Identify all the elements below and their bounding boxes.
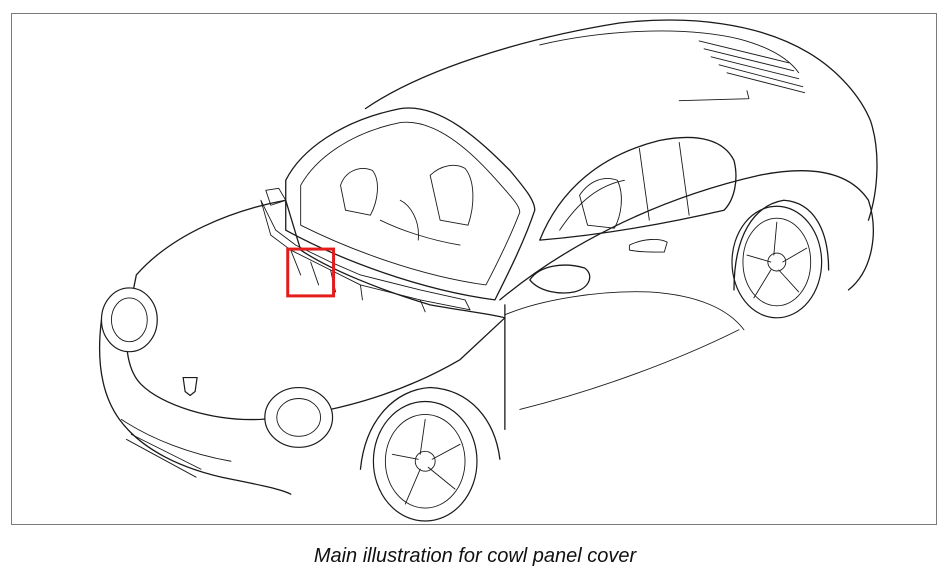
rear-louvres [698,40,806,94]
door-handle [628,239,668,253]
windshield-inner [300,121,521,286]
front-bumper [99,319,292,495]
interior-seat-left [340,168,378,216]
hood-badge [182,376,198,397]
side-mirror [529,264,591,294]
roof-outline [364,19,878,221]
front-wheel-spokes [391,418,461,505]
headlight-left [100,287,158,353]
cowl-panel [260,199,471,311]
hood [125,199,506,421]
figure-caption: Main illustration for cowl panel cover [313,545,637,567]
front-wheel [372,400,478,522]
rear-wheel [731,205,823,319]
car-line-drawing-icon [99,19,878,522]
windshield-outer [285,107,536,301]
headlight-right [264,386,334,448]
illustration-frame [11,13,937,525]
side-body [499,170,874,301]
side-window [539,136,737,241]
roof-inner [539,30,800,74]
rear-wheel-spokes [746,221,808,299]
interior-seat-right [429,164,474,226]
cowl-panel-highlight [286,247,336,298]
